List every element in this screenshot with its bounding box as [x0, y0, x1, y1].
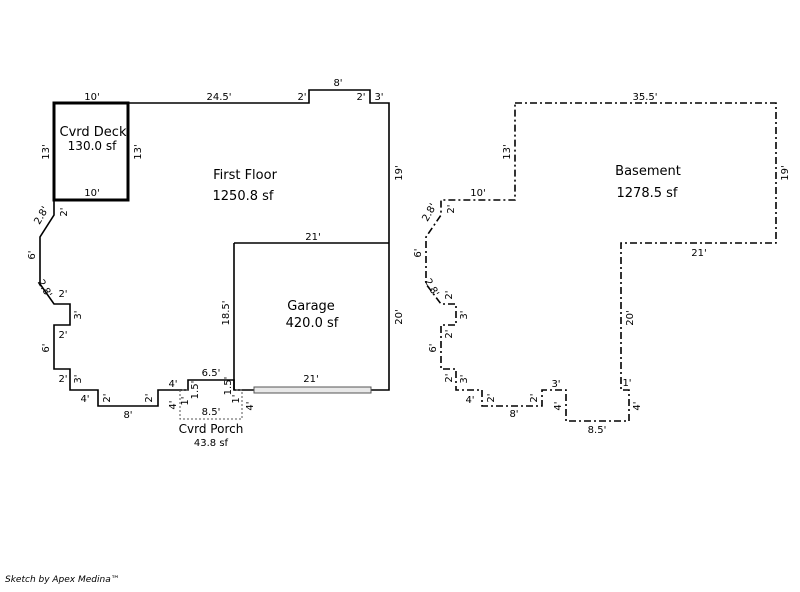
dim-left-2b: 2' [58, 289, 67, 300]
dim-top-step-left: 2' [297, 92, 306, 103]
dim-base-right-4: 4' [632, 401, 643, 410]
dim-base-bottom-2a: 2' [486, 393, 497, 402]
dim-porch-4b: 4' [245, 401, 256, 410]
dim-porch-4a: 4' [168, 400, 179, 409]
garage-area: 420.0 sf [286, 316, 339, 331]
dim-base-step: 10' [470, 188, 485, 199]
dim-left-3b: 3' [73, 374, 84, 383]
dim-top-right: 3' [374, 92, 383, 103]
dim-base-bottom-3: 3' [551, 379, 560, 390]
basement-area: 1278.5 sf [617, 186, 678, 201]
dim-base-left-diag-b: 2.8' [422, 277, 441, 299]
dim-bottom-2b: 2' [144, 393, 155, 402]
dim-base-bottom-2b: 2' [529, 393, 540, 402]
cvrd-porch-area: 43.8 sf [194, 438, 229, 449]
dim-base-left-3b: 3' [459, 374, 470, 383]
dim-garage-right: 20' [394, 309, 405, 324]
dim-bottom-2a: 2' [102, 393, 113, 402]
dim-base-right-1: 1' [622, 378, 631, 389]
cvrd-deck-outline [52, 101, 130, 202]
dim-garage-left: 18.5' [221, 300, 232, 325]
basement-name: Basement [615, 164, 681, 179]
dim-bottom-8: 8' [123, 410, 132, 421]
first-floor-plan: Cvrd Deck 130.0 sf First Floor 1250.8 sf… [27, 78, 405, 449]
dim-left-3a: 3' [73, 310, 84, 319]
dim-base-left-top: 13' [502, 144, 513, 159]
dim-left-6b: 6' [41, 343, 52, 352]
dim-porch-1a: 1' [180, 396, 191, 405]
cvrd-porch-outline [179, 389, 243, 420]
dim-top-main: 24.5' [206, 92, 231, 103]
dim-base-right: 19' [780, 165, 791, 180]
dim-left-diag-b: 2.8' [35, 278, 54, 300]
dim-deck-right: 13' [133, 144, 144, 159]
dim-bottom-65: 6.5' [202, 368, 221, 379]
first-floor-outline [39, 89, 390, 407]
dim-porch-15a: 1.5' [190, 381, 201, 400]
dim-base-left-6b: 6' [428, 343, 439, 352]
dim-right: 19' [394, 165, 405, 180]
first-floor-name: First Floor [213, 168, 277, 183]
dim-left-2c: 2' [58, 330, 67, 341]
dim-garage-bottom: 21' [303, 374, 318, 385]
dim-deck-top: 10' [84, 92, 99, 103]
dim-bottom-4b: 4' [168, 379, 177, 390]
first-floor-area: 1250.8 sf [213, 189, 274, 204]
cvrd-deck-name: Cvrd Deck [60, 125, 127, 140]
dim-porch-1b: 1' [231, 394, 242, 403]
dim-left-2a: 2' [59, 207, 70, 216]
cvrd-porch-name: Cvrd Porch [179, 422, 244, 436]
dim-base-left-3a: 3' [459, 310, 470, 319]
dim-bottom-4a: 4' [80, 394, 89, 405]
dim-porch-15b: 1.5' [223, 377, 234, 396]
dim-base-top: 35.5' [632, 92, 657, 103]
dim-deck-bottom: 10' [84, 188, 99, 199]
dim-base-bottom-4a: 4' [465, 395, 474, 406]
dim-base-bottom-8: 8' [509, 409, 518, 420]
dim-base-left-2c: 2' [444, 329, 455, 338]
dim-porch-85: 8.5' [202, 407, 221, 418]
dim-base-left-2b: 2' [444, 290, 455, 299]
garage-name: Garage [287, 299, 335, 314]
cvrd-deck-area: 130.0 sf [68, 139, 117, 153]
dim-base-bottom-4b: 4' [553, 401, 564, 410]
dim-base-left-6a: 6' [413, 248, 424, 257]
dim-base-left-2a: 2' [446, 204, 457, 213]
dim-base-inner: 21' [691, 248, 706, 259]
dim-top-bump: 8' [333, 78, 342, 89]
dim-base-left-2d: 2' [444, 373, 455, 382]
dim-left-6a: 6' [27, 250, 38, 259]
basement-outline [425, 102, 777, 422]
dim-top-step-right: 2' [356, 92, 365, 103]
dim-left-2d: 2' [58, 374, 67, 385]
basement-plan: Basement 1278.5 sf 35.5' 19' 21' 13' 10'… [413, 92, 791, 436]
sketch-credit: Sketch by Apex Medina™ [5, 575, 120, 585]
dim-base-bottom-85: 8.5' [588, 425, 607, 436]
dim-base-right-20: 20' [625, 310, 636, 325]
garage-door [253, 386, 372, 394]
dim-deck-left: 13' [41, 144, 52, 159]
dim-garage-top: 21' [305, 232, 320, 243]
